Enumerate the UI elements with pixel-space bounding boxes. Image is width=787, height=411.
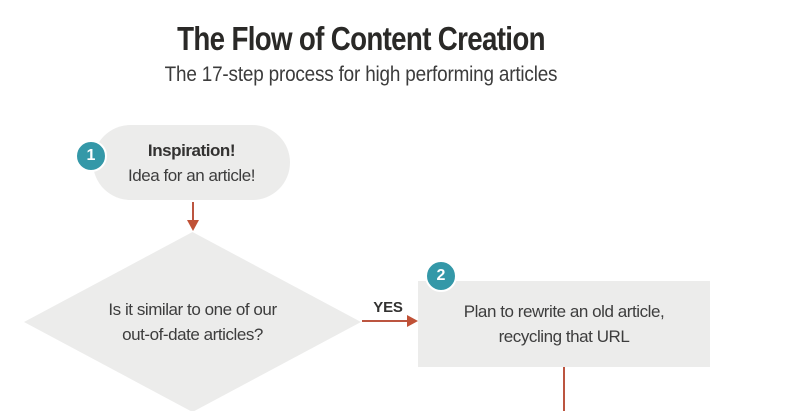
connector-line [362, 320, 408, 322]
step-1-text: Idea for an article! [127, 165, 256, 185]
yes-branch-label: YES [373, 299, 403, 316]
connector-line [563, 367, 565, 411]
connector-line [192, 202, 194, 221]
step-2-number-badge: 2 [425, 260, 457, 292]
step-1-node: Inspiration! Idea for an article! [93, 125, 290, 200]
arrow-right-icon [407, 315, 418, 327]
step-1-number: 1 [86, 147, 96, 164]
arrow-down-icon [187, 220, 199, 231]
diagram-title: The Flow of Content Creation [177, 20, 545, 57]
step-2-text-line2: recycling that URL [498, 327, 630, 346]
decision-text-line1: Is it similar to one of our [108, 300, 277, 319]
decision-text-line2: out-of-date articles? [122, 325, 263, 344]
step-2-node: Plan to rewrite an old article, recyclin… [418, 281, 710, 367]
step-2-number: 2 [436, 267, 446, 284]
step-2-text-line1: Plan to rewrite an old article, [463, 302, 665, 321]
decision-diamond-node: Is it similar to one of our out-of-date … [24, 232, 361, 411]
step-1-number-badge: 1 [75, 140, 107, 172]
diagram-subtitle: The 17-step process for high performing … [164, 63, 558, 86]
step-1-title: Inspiration! [147, 140, 236, 160]
